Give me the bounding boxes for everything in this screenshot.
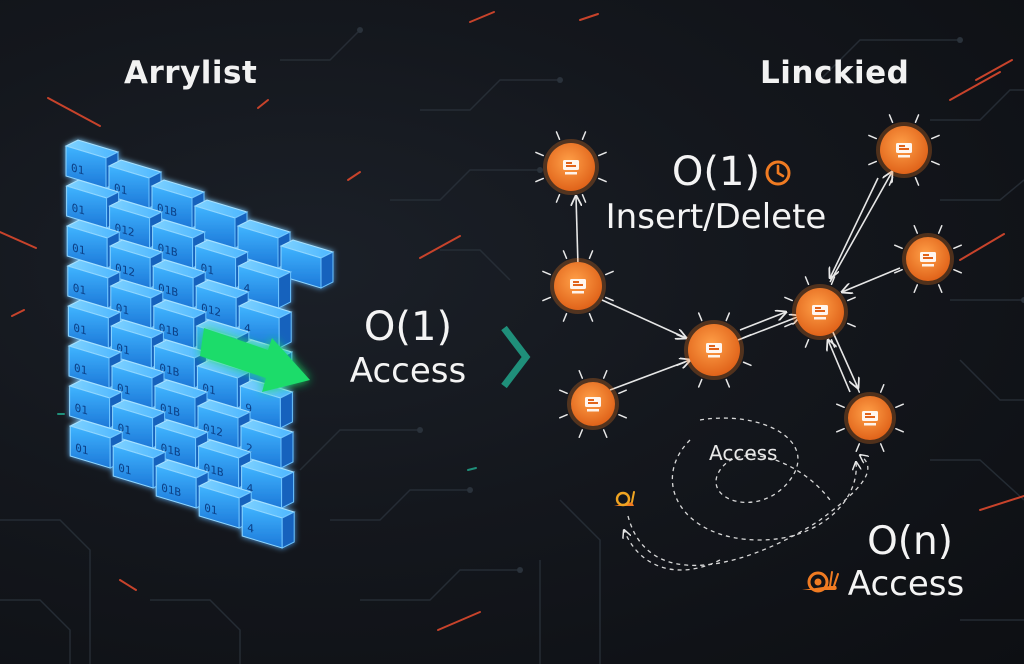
- array-access-notation: O(1): [363, 304, 453, 350]
- arraylist-title: Arrylist: [124, 55, 258, 91]
- link-1: [576, 196, 578, 267]
- linear-access-complexity: O(n): [845, 520, 975, 564]
- server-node-icon: [668, 304, 760, 400]
- cube-label: 9: [245, 401, 252, 416]
- cube-label: 01: [71, 161, 84, 178]
- chevron-right-icon: [501, 325, 531, 389]
- cube-label: 4: [244, 281, 251, 296]
- link-5: [739, 312, 786, 331]
- cube-label: 01: [72, 241, 85, 258]
- insert-delete-label: Insert/Delete: [605, 197, 827, 237]
- server-node-icon: [828, 376, 912, 464]
- cube-label: 01: [75, 441, 88, 458]
- linear-access-label: Access: [847, 564, 965, 604]
- array-cube: 01: [197, 479, 253, 529]
- array-cube: 01B: [154, 419, 209, 469]
- cube-label: 01: [74, 361, 87, 378]
- link-6: [829, 172, 892, 283]
- cube-label: 4: [247, 521, 254, 536]
- traverse-access-label: Access: [709, 441, 778, 465]
- cube-label: 01: [118, 461, 131, 478]
- cube-label: 01: [204, 501, 217, 518]
- cube-label: 2: [246, 441, 253, 456]
- link-10: [828, 340, 851, 393]
- array-cube: 4: [240, 499, 296, 549]
- cube-label: 01: [72, 201, 85, 218]
- cube-label: 4: [244, 321, 251, 336]
- server-node-icon: [886, 217, 970, 305]
- cube-label: 01: [73, 321, 86, 338]
- insert-delete-notation: O(1): [671, 149, 761, 195]
- snail-icon: [802, 571, 839, 593]
- cube-label: 4: [247, 481, 254, 496]
- insert-delete-complexity: O(1) Insert/Delete: [598, 150, 834, 239]
- cube-label: 01: [73, 281, 86, 298]
- snail-icon: [614, 491, 635, 507]
- array-cube: 01: [111, 439, 167, 489]
- traverse-loop: [699, 417, 831, 504]
- server-node-icon: [776, 268, 864, 360]
- linear-access-notation: O(n): [867, 519, 953, 564]
- server-node-icon: [534, 242, 622, 334]
- array-access-complexity: O(1) Access: [328, 305, 488, 393]
- array-cube: 01: [64, 139, 120, 189]
- link-8: [842, 267, 901, 292]
- array-cube: 01: [196, 359, 251, 409]
- link-7: [830, 177, 879, 278]
- direct-access-arrow: [200, 328, 310, 392]
- traverse-path: [627, 455, 868, 566]
- traverse-return: [671, 439, 856, 541]
- server-node-icon: [551, 362, 635, 450]
- link-2: [601, 299, 686, 338]
- server-node-icon: [527, 123, 615, 215]
- traverse-back: [624, 530, 721, 571]
- cube-label: 01: [75, 401, 88, 418]
- array-access-label: Access: [349, 351, 467, 391]
- cube-label: 01B: [161, 481, 181, 500]
- server-node-icon: [860, 106, 948, 198]
- linkedlist-title: Linckied: [760, 55, 910, 91]
- clock-icon: [765, 160, 791, 186]
